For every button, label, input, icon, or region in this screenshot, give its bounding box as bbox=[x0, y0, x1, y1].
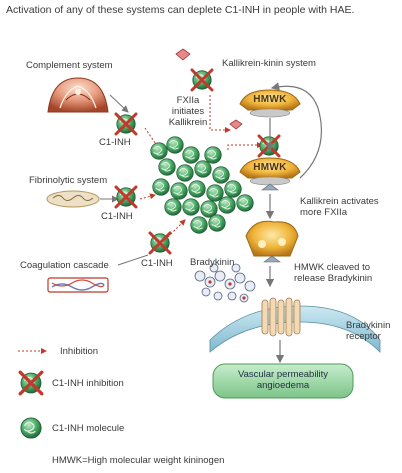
complement-system-label: Complement system bbox=[26, 60, 113, 71]
c1-inh-label: C1-INH bbox=[141, 258, 173, 269]
hmwk-label-top: HMWK bbox=[253, 94, 287, 105]
c1-inh-inhibition-icon bbox=[114, 185, 138, 209]
outcome-line-1: Vascular permeability bbox=[237, 369, 329, 380]
outcome-box bbox=[212, 363, 354, 399]
complement-illustration bbox=[47, 77, 109, 113]
legend-inhibition-icon bbox=[18, 370, 44, 396]
c1-inh-label: C1-INH bbox=[101, 211, 133, 222]
outcome-line-2: angioedema bbox=[256, 380, 310, 391]
c1-inh-inhibition-icon bbox=[257, 134, 281, 158]
bradykinin-receptor-text: Bradykinin receptor bbox=[346, 320, 390, 342]
hmwk-cleaved-line-1: HMWK cleaved to bbox=[294, 262, 371, 273]
legend-molecule-label: C1-INH molecule bbox=[52, 423, 125, 434]
footnote: HMWK=High molecular weight kininogen bbox=[52, 455, 225, 466]
feedback-arrow bbox=[270, 82, 322, 179]
bradykinin-label: Bradykinin bbox=[190, 257, 235, 268]
c1-inh-label: C1-INH bbox=[99, 137, 131, 148]
hmwk-cleaved-line-2: release Bradykinin bbox=[294, 273, 373, 284]
bradykinin-receptor bbox=[261, 297, 301, 337]
c1-inh-inhibition-icon bbox=[148, 231, 172, 255]
outcome-text: Vascular permeability angioedema bbox=[213, 369, 353, 391]
kallikrein-kinin-system-label: Kallikrein-kinin system bbox=[222, 58, 316, 69]
c1-inh-inhibition-icon bbox=[114, 112, 138, 136]
fibrinolytic-system-label: Fibrinolytic system bbox=[29, 175, 108, 186]
legend-inhibition-symbol-label: C1-INH inhibition bbox=[52, 378, 124, 389]
coagulation-illustration bbox=[47, 277, 109, 293]
bradykinin-accents bbox=[208, 280, 246, 300]
fibrinolytic-illustration bbox=[46, 190, 100, 208]
c1-inh-molecule-pool bbox=[150, 136, 254, 234]
receptor-line-1: Bradykinin bbox=[346, 320, 391, 331]
coagulation-cascade-label: Coagulation cascade bbox=[20, 260, 109, 271]
fxiia-line-2: initiates bbox=[171, 106, 205, 117]
fxiia-line-1: FXIIa bbox=[176, 95, 200, 106]
legend-inhibition-label: Inhibition bbox=[60, 346, 99, 357]
pathway-arrows bbox=[100, 94, 149, 266]
c1-inh-inhibition-icon bbox=[190, 68, 214, 92]
legend-molecule-icon bbox=[20, 417, 42, 439]
kallikrein-activates-line-1: Kallikrein activates bbox=[300, 196, 379, 207]
hmwk-complex-middle bbox=[239, 157, 301, 191]
kallikrein-activates-line-2: more FXIIa bbox=[300, 207, 347, 218]
hmwk-cleaved-complex bbox=[245, 220, 299, 263]
fxiia-line-3: Kallikrein bbox=[168, 117, 208, 128]
kallikrein-activates-text: Kallikrein activates more FXIIa bbox=[300, 196, 379, 218]
figure-title: Activation of any of these systems can d… bbox=[6, 4, 355, 16]
receptor-line-2: receptor bbox=[346, 331, 381, 342]
bradykinin-molecule bbox=[194, 263, 256, 303]
hmwk-complex-top bbox=[239, 89, 301, 118]
fxiia-text: FXIIa initiates Kallikrein bbox=[158, 95, 218, 128]
hmwk-label-middle: HMWK bbox=[253, 162, 287, 173]
hmwk-cleaved-text: HMWK cleaved to release Bradykinin bbox=[294, 262, 372, 284]
kallikrein-shapes bbox=[175, 48, 243, 130]
